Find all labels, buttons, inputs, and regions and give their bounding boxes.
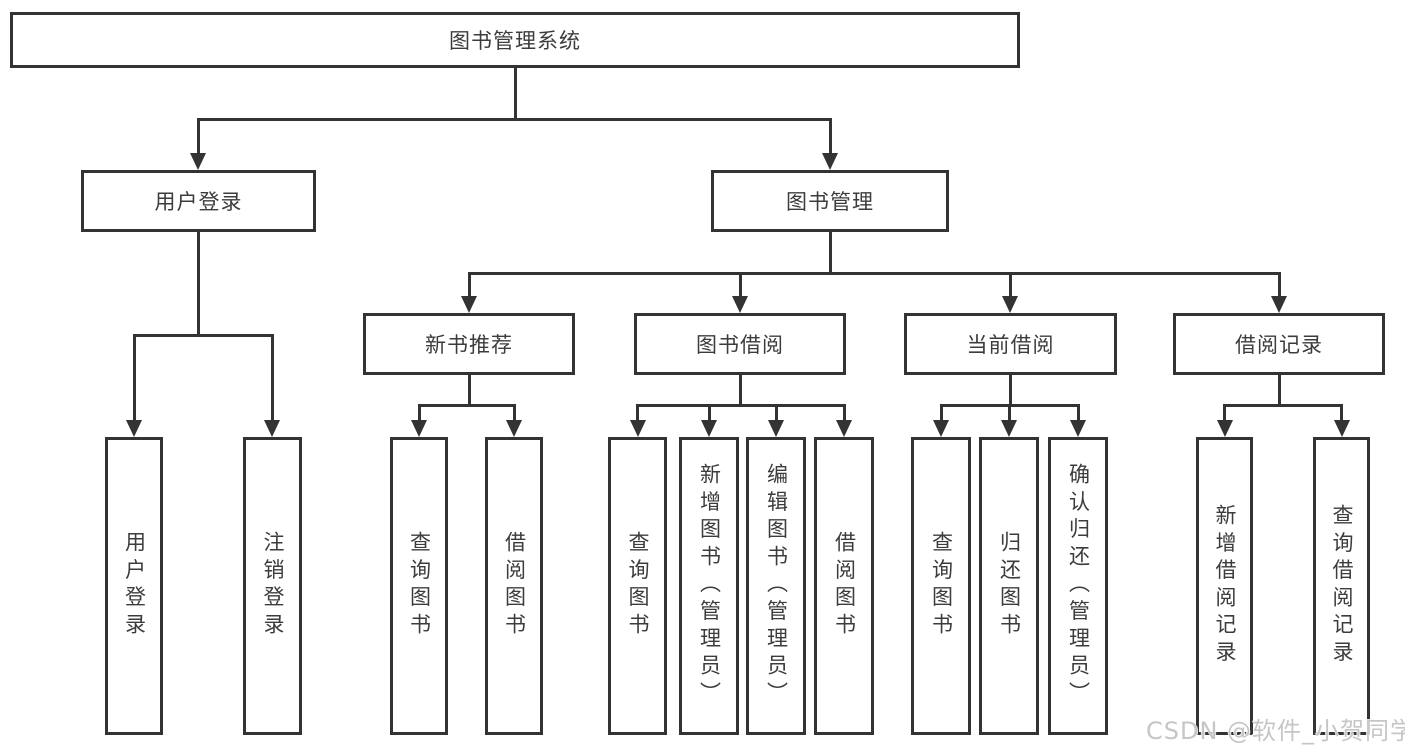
- edge-line: [739, 375, 742, 407]
- edge-line: [1009, 272, 1012, 300]
- edge-line: [468, 375, 471, 407]
- arrow-down-icon: [1001, 420, 1017, 437]
- arrow-down-icon: [506, 420, 522, 437]
- node-label: 图书管理系统: [449, 29, 581, 53]
- node-new-book-recommendation: 新书推荐: [363, 313, 575, 375]
- node-label: 新书推荐: [425, 333, 513, 357]
- edge-line: [775, 404, 778, 422]
- node-label: 用户登录: [122, 531, 147, 641]
- arrow-down-icon: [126, 420, 142, 437]
- node-cur-query-books: 查询图书: [911, 437, 971, 735]
- node-bw-query-books: 查询图书: [608, 437, 667, 735]
- arrow-down-icon: [732, 296, 748, 313]
- node-label: 新增借阅记录: [1213, 504, 1238, 668]
- node-label: 归还图书: [997, 531, 1022, 641]
- csdn-watermark: CSDN @软件_小贺同学: [1146, 717, 1405, 745]
- edge-line: [468, 272, 471, 300]
- node-label: 查询借阅记录: [1330, 504, 1355, 668]
- edge-line: [1278, 272, 1281, 300]
- node-bw-edit-books-admin: 编辑图书（管理员）: [746, 437, 806, 735]
- node-label: 图书管理: [786, 190, 874, 214]
- node-label: 借阅图书: [832, 531, 857, 641]
- edge-line: [418, 404, 421, 422]
- edge-line: [940, 404, 943, 422]
- edge-line: [197, 118, 200, 154]
- node-label: 图书借阅: [696, 333, 784, 357]
- node-label: 编辑图书（管理员）: [764, 463, 789, 709]
- arrow-down-icon: [1334, 420, 1350, 437]
- edge-line: [843, 404, 846, 422]
- node-label: 借阅图书: [502, 531, 527, 641]
- node-user-login-leaf: 用户登录: [105, 437, 163, 735]
- edge-line: [418, 404, 516, 407]
- edge-line: [133, 334, 136, 420]
- arrow-down-icon: [190, 153, 206, 170]
- edge-line: [1008, 404, 1011, 422]
- edge-line: [1077, 404, 1080, 422]
- node-label: 注销登录: [261, 531, 286, 641]
- node-borrowing-records: 借阅记录: [1173, 313, 1385, 375]
- node-label: 查询图书: [929, 531, 954, 641]
- edge-line: [1278, 375, 1281, 407]
- node-book-borrowing: 图书借阅: [634, 313, 846, 375]
- node-cur-confirm-return-admin: 确认归还（管理员）: [1048, 437, 1108, 735]
- node-library-management-system: 图书管理系统: [10, 12, 1020, 68]
- edge-line: [514, 68, 517, 121]
- arrow-down-icon: [768, 420, 784, 437]
- edge-line: [1223, 404, 1343, 407]
- edge-line: [1340, 404, 1343, 422]
- edge-line: [829, 232, 832, 275]
- node-logout: 注销登录: [243, 437, 302, 735]
- node-label: 查询图书: [407, 531, 432, 641]
- edge-line: [133, 334, 274, 337]
- arrow-down-icon: [701, 420, 717, 437]
- edge-line: [1223, 404, 1226, 422]
- node-label: 借阅记录: [1235, 333, 1323, 357]
- node-label: 当前借阅: [966, 333, 1055, 357]
- edge-line: [636, 404, 846, 407]
- node-label: 确认归还（管理员）: [1066, 463, 1091, 709]
- arrow-down-icon: [1070, 420, 1086, 437]
- node-bw-add-books-admin: 新增图书（管理员）: [679, 437, 739, 735]
- arrow-down-icon: [630, 420, 646, 437]
- node-label: 新增图书（管理员）: [697, 463, 722, 709]
- edge-line: [468, 272, 1281, 275]
- node-label: 查询图书: [626, 531, 651, 641]
- arrow-down-icon: [1002, 296, 1018, 313]
- arrow-down-icon: [264, 420, 280, 437]
- edge-line: [197, 232, 200, 337]
- node-current-borrowing: 当前借阅: [904, 313, 1117, 375]
- arrow-down-icon: [822, 153, 838, 170]
- arrow-down-icon: [461, 296, 477, 313]
- node-cur-return-books: 归还图书: [979, 437, 1039, 735]
- node-rec-add-record: 新增借阅记录: [1196, 437, 1253, 735]
- edge-line: [708, 404, 711, 422]
- node-book-management: 图书管理: [711, 170, 949, 232]
- node-user-login: 用户登录: [81, 170, 316, 232]
- edge-line: [1009, 375, 1012, 407]
- node-rec-query-record: 查询借阅记录: [1313, 437, 1370, 735]
- edge-line: [513, 404, 516, 422]
- edge-line: [829, 118, 832, 154]
- arrow-down-icon: [1271, 296, 1287, 313]
- arrow-down-icon: [1217, 420, 1233, 437]
- edge-line: [739, 272, 742, 300]
- node-nb-query-books: 查询图书: [390, 437, 448, 735]
- arrow-down-icon: [411, 420, 427, 437]
- edge-line: [636, 404, 639, 422]
- edge-line: [197, 118, 832, 121]
- arrow-down-icon: [933, 420, 949, 437]
- arrow-down-icon: [836, 420, 852, 437]
- edge-line: [271, 334, 274, 420]
- node-bw-borrow-books: 借阅图书: [814, 437, 874, 735]
- node-label: 用户登录: [154, 190, 243, 214]
- node-nb-borrow-books: 借阅图书: [485, 437, 543, 735]
